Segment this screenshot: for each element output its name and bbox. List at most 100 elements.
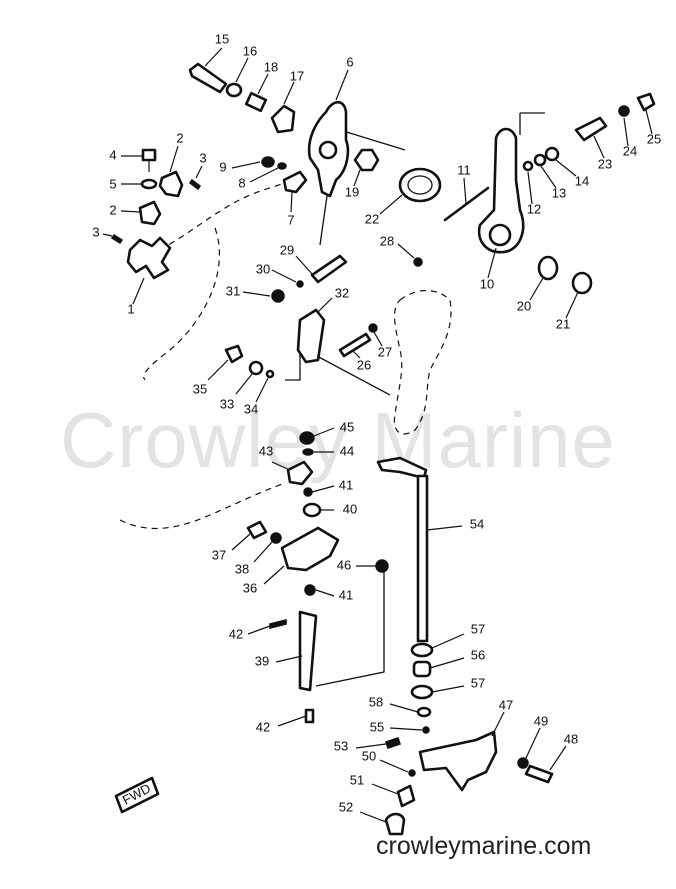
leader-30 [271, 269, 297, 283]
leader-36 [263, 565, 285, 585]
part-label-49: 49 [534, 713, 548, 728]
part-51-spring [396, 784, 416, 808]
link-line-46-54 [315, 568, 385, 687]
part-label-33: 33 [220, 396, 234, 411]
leader-29 [295, 255, 313, 275]
leader-12 [527, 171, 533, 205]
part-46-grommet [375, 559, 389, 573]
link-line-23 [519, 112, 545, 135]
part-label-30: 30 [256, 261, 270, 276]
leader-43 [271, 461, 291, 471]
part-30-washer [296, 280, 304, 288]
part-label-56: 56 [471, 647, 485, 662]
leader-54 [426, 525, 463, 531]
leader-55 [389, 727, 423, 731]
part-54-shift-rod [416, 474, 429, 643]
part-label-2a: 2 [176, 130, 183, 145]
part-label-12: 12 [527, 201, 541, 216]
part-1-bracket [126, 236, 172, 280]
part-55-clip [422, 726, 430, 734]
part-56-collar [412, 660, 432, 678]
part-label-4: 4 [109, 147, 116, 162]
part-9-nut [261, 156, 275, 168]
cable-line-lower [119, 482, 286, 530]
leader-57b [431, 685, 465, 693]
part-49-washer [517, 757, 529, 769]
part-label-10: 10 [480, 276, 494, 291]
part-label-54: 54 [470, 516, 484, 531]
leader-9 [231, 161, 261, 169]
part-label-6: 6 [346, 54, 353, 69]
part-label-43: 43 [259, 443, 273, 458]
footer-url: crowleymarine.com [376, 832, 592, 860]
part-label-41a: 41 [339, 477, 353, 492]
part-16-washer [225, 82, 243, 98]
part-57-grommet-lower [410, 684, 434, 700]
part-39-control-rod [298, 610, 318, 692]
part-label-53: 53 [334, 738, 348, 753]
leader-8 [249, 167, 279, 183]
leader-14 [555, 159, 577, 177]
part-28-pin [413, 257, 423, 267]
link-line-32-powerhead [285, 345, 391, 396]
part-35-screw [224, 344, 244, 364]
part-58-washer [416, 706, 432, 718]
part-label-24: 24 [623, 143, 637, 158]
part-18-collar [244, 91, 268, 113]
leader-58 [389, 703, 419, 713]
leader-39 [275, 655, 303, 663]
part-4-bolt-head [141, 148, 157, 162]
part-label-28: 28 [380, 233, 394, 248]
leader-11 [463, 177, 467, 205]
part-15-bolt [188, 62, 228, 94]
part-label-57b: 57 [471, 675, 485, 690]
part-43-joint-block [286, 460, 314, 486]
leader-1 [132, 277, 145, 305]
leader-22 [379, 194, 403, 215]
part-12-washer [522, 160, 534, 172]
part-20-washer [537, 255, 559, 281]
part-label-44: 44 [340, 443, 354, 458]
part-33-collar [248, 360, 264, 376]
part-label-29: 29 [280, 242, 294, 257]
leader-3b [102, 233, 113, 237]
part-37-screw [246, 520, 268, 540]
cable-line-left [143, 227, 220, 381]
part-label-38: 38 [235, 561, 249, 576]
part-label-13: 13 [552, 185, 566, 200]
part-label-18: 18 [264, 59, 278, 74]
leader-53 [355, 743, 387, 749]
leader-31 [242, 291, 271, 297]
leader-51 [371, 783, 399, 795]
part-10-arm-hub [488, 223, 512, 247]
part-label-22: 22 [365, 211, 379, 226]
part-7-joint [282, 170, 308, 194]
leader-18 [257, 73, 269, 95]
leader-27 [373, 331, 383, 347]
leader-2b [120, 210, 141, 213]
part-label-16: 16 [243, 43, 257, 58]
part-label-32: 32 [335, 285, 349, 300]
part-label-35: 35 [193, 381, 207, 396]
part-52-cap [384, 812, 406, 836]
part-31-nut [271, 289, 285, 303]
part-48-bolt [524, 764, 554, 784]
part-label-17: 17 [290, 68, 304, 83]
part-3-pin-upper [188, 178, 202, 191]
part-14-collar [544, 146, 560, 162]
leader-28 [397, 243, 415, 259]
part-label-19: 19 [345, 184, 359, 199]
part-label-3a: 3 [199, 150, 206, 165]
leader-38 [253, 541, 273, 563]
powerhead-outline [393, 290, 452, 435]
part-41-clip-lower [304, 584, 316, 596]
leader-13 [540, 165, 557, 189]
part-6-lever-hole [318, 140, 338, 160]
part-label-55: 55 [370, 719, 384, 734]
part-label-52: 52 [339, 799, 353, 814]
leader-3a [195, 165, 203, 179]
part-label-20: 20 [517, 298, 531, 313]
part-41-clip-upper [303, 487, 313, 497]
leader-17 [283, 81, 295, 105]
